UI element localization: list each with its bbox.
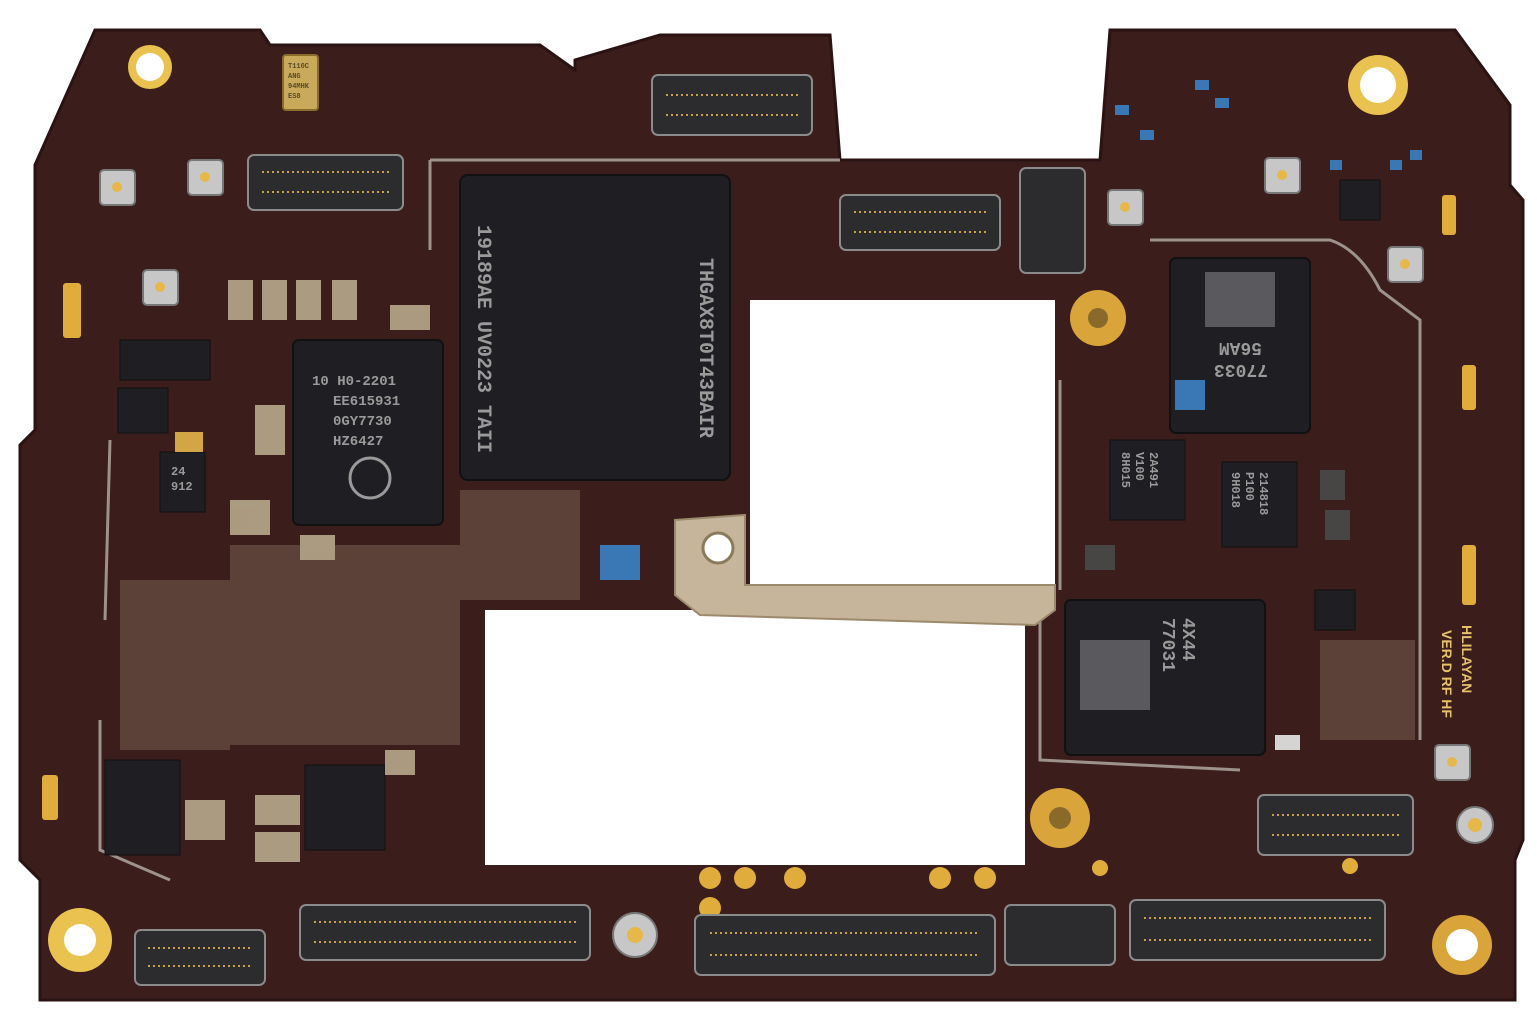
small-chip-c-text-3: 214818 (1256, 472, 1270, 515)
coax-centers (112, 170, 1482, 943)
small-chip-c-text-2: P100 (1242, 472, 1256, 501)
crystal-text-4: ES8 (288, 93, 301, 101)
silkscreen-line-2: VER.D RF HF (1439, 630, 1455, 718)
rf-transceiver-text-2: 56AM (1219, 337, 1262, 357)
pmic-chip-text-3: 0GY7730 (333, 414, 392, 430)
memory-chip-text-1: 19189AE UV0223 TAII (471, 225, 494, 453)
mounting-holes (48, 45, 1492, 975)
passive-components (175, 280, 1350, 862)
small-chip-a-text-2: 912 (171, 480, 193, 494)
small-chip-c-text-1: 9H018 (1228, 472, 1242, 508)
crystal-text-3: 94MHK (288, 83, 310, 91)
rf-frontend-chip (1064, 599, 1266, 756)
rf-transceiver-text-1: 77033 (1214, 359, 1268, 379)
rf-frontend-text-1: 77031 (1157, 618, 1177, 672)
test-pads (42, 195, 1476, 919)
pmic-chip-text-1: 10 H0-2201 (312, 374, 396, 390)
memory-chip-text-2: THGAX8T0T43BAIR (693, 258, 716, 438)
pmic-chip-text-2: EE615931 (333, 394, 400, 410)
board-cutout-lower (485, 610, 1025, 865)
small-chips (104, 179, 1381, 856)
shield-outline-traces (98, 158, 1422, 882)
small-chip-b-text-3: 2A491 (1146, 452, 1160, 488)
board-cutout-upper (750, 300, 1055, 585)
rf-frontend-text-2: 4X44 (1177, 618, 1197, 661)
crystal-text-2: ANG (288, 73, 301, 81)
pmic-chip-text-4: HZ6427 (333, 434, 383, 450)
silkscreen-line-1: HLILAYAN (1459, 625, 1475, 693)
connector-pins (148, 94, 1400, 967)
pmic-logo-icon (348, 456, 392, 500)
small-chip-a-text-1: 24 (171, 465, 185, 479)
small-chip-b-text-1: 8H015 (1118, 452, 1132, 488)
small-chip-b-text-2: V100 (1132, 452, 1146, 481)
metal-bracket (674, 513, 1056, 627)
blue-components (600, 80, 1422, 580)
memory-chip (459, 174, 731, 481)
crystal-text-1: T110C (288, 63, 309, 71)
smd-field (120, 490, 1415, 750)
bracket-hole (701, 531, 735, 565)
board-connectors (134, 74, 1414, 986)
pmic-chip (292, 339, 444, 526)
crystal-oscillator (282, 54, 319, 111)
